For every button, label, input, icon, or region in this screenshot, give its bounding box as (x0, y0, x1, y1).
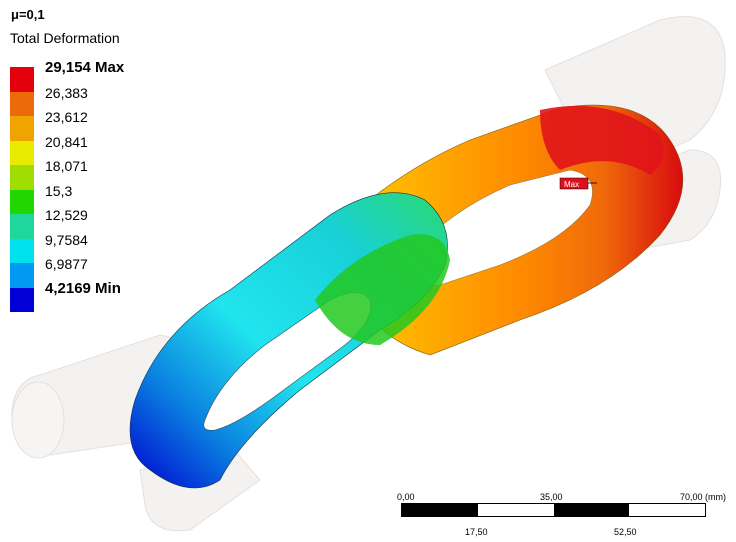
contour-legend-colorbar[interactable] (10, 67, 34, 312)
scale-tick-17-5: 17,50 (465, 527, 488, 537)
scale-tick-52-5: 52,50 (614, 527, 637, 537)
result-type-label: Total Deformation (10, 30, 120, 46)
scale-bar-graphic (401, 503, 706, 517)
legend-label-4: 18,071 (45, 158, 88, 174)
legend-label-7: 9,7584 (45, 231, 88, 248)
scale-tick-0: 0,00 (397, 492, 415, 502)
legend-label-8: 6,9877 (45, 256, 88, 272)
legend-swatch-0 (10, 67, 34, 92)
legend-header: μ=0,1 Total Deformation (10, 7, 120, 46)
legend-label-5: 15,3 (45, 182, 73, 199)
case-label: μ=0,1 (11, 7, 45, 22)
legend-label-3: 20,841 (45, 133, 88, 150)
max-probe-label: Max (564, 180, 579, 189)
legend-swatch-5 (10, 189, 34, 214)
chain-link-lower[interactable] (129, 192, 450, 489)
legend-label-0: 29,154 Max (45, 59, 125, 76)
scale-tick-35: 35,00 (540, 492, 563, 502)
legend-label-6: 12,529 (45, 207, 88, 223)
legend-swatch-2 (10, 116, 34, 141)
legend-swatch-6 (10, 214, 34, 239)
legend-label-9: 4,2169 Min (45, 279, 121, 297)
contour-legend-labels: 29,154 Max 26,383 23,612 20,841 18,071 15,3 12… (45, 59, 124, 304)
legend-swatch-8 (10, 263, 34, 288)
max-probe-flag[interactable] (559, 177, 597, 190)
legend-swatch-9 (10, 287, 34, 312)
legend-label-2: 23,612 (45, 109, 88, 125)
scale-tick-70: 70,00 (mm) (680, 492, 727, 502)
legend-swatch-4 (10, 165, 34, 190)
legend-label-1: 26,383 (45, 84, 88, 101)
scale-bar: 0,00 35,00 70,00 (mm) 17,50 52,50 (397, 492, 726, 537)
legend-swatch-3 (10, 140, 34, 165)
legend-swatch-1 (10, 91, 34, 116)
legend-swatch-7 (10, 238, 34, 263)
